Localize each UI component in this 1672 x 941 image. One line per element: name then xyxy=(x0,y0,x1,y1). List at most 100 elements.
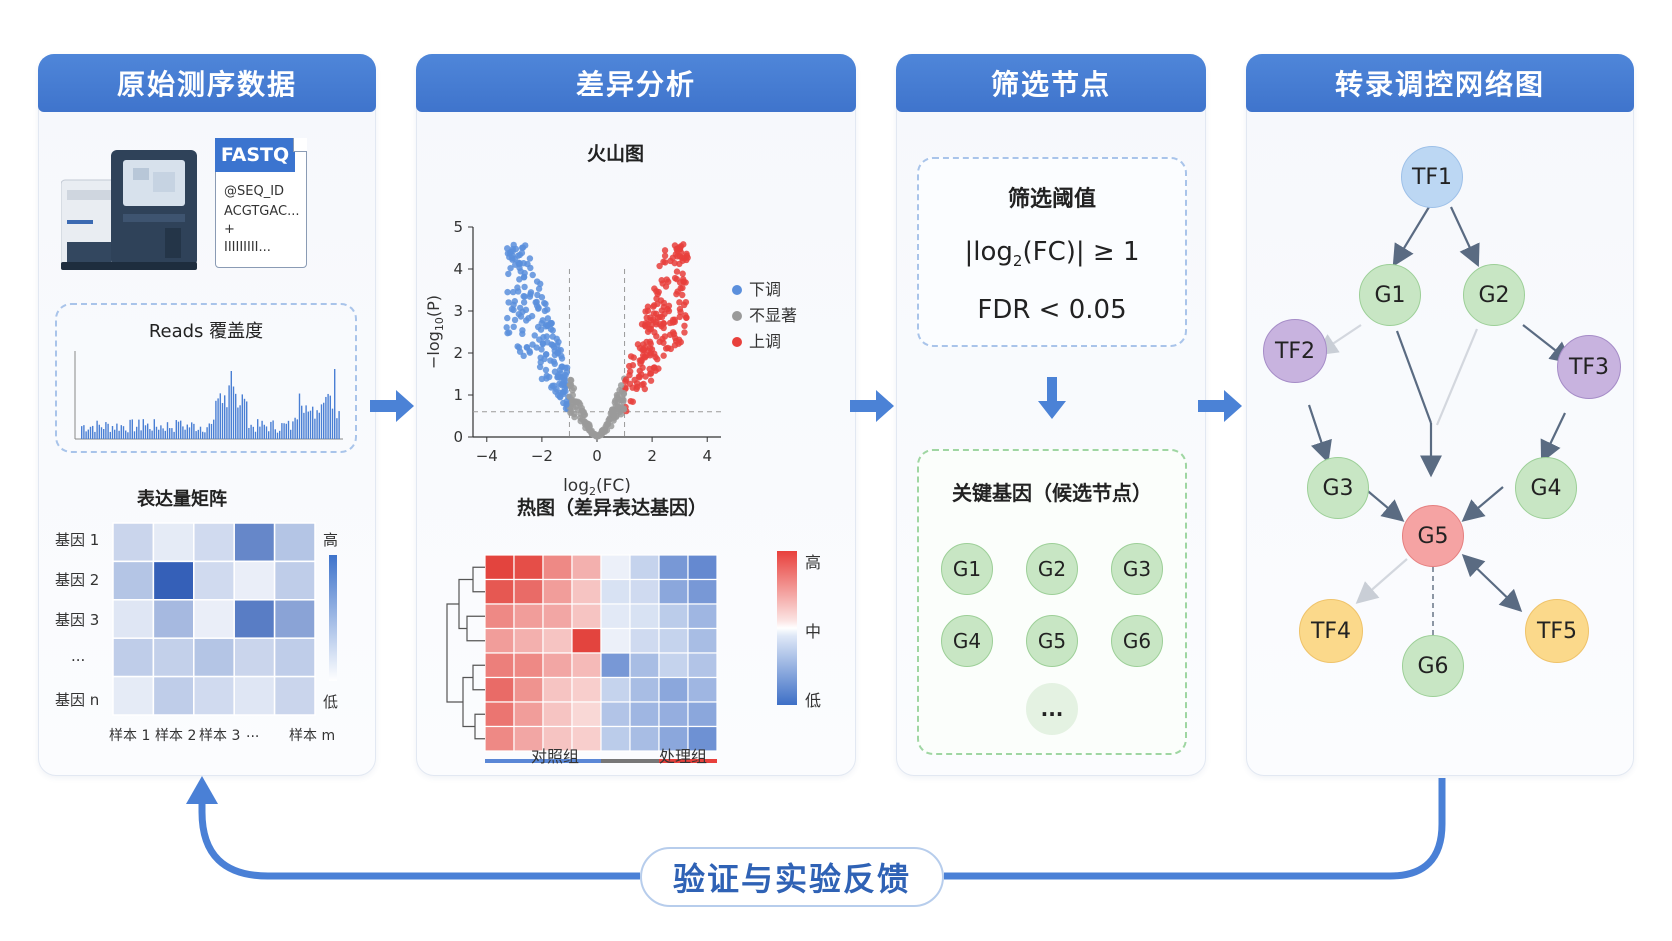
coverage-bar xyxy=(283,423,285,439)
coverage-bar xyxy=(215,400,217,439)
matrix-legend-high: 高 xyxy=(323,531,339,549)
heatmap-legend-high: 高 xyxy=(805,553,822,572)
coverage-plot xyxy=(74,351,343,440)
coverage-bar xyxy=(144,425,147,439)
volcano-point xyxy=(521,283,528,291)
matrix-row-label-5: 基因 n xyxy=(55,691,100,709)
network-node-g5: G5 xyxy=(1402,505,1464,567)
heatmap-cell xyxy=(687,676,718,703)
coverage-bar xyxy=(232,386,235,439)
volcano-point xyxy=(671,274,679,282)
threshold-box: 筛选阈值 |log2(FC)| ≥ 1 FDR < 0.05 xyxy=(917,157,1187,347)
coverage-bar xyxy=(279,430,281,439)
coverage-bar xyxy=(254,431,257,439)
volcano-point xyxy=(660,324,667,332)
matrix-col-label-1: 样本 1 xyxy=(109,728,151,744)
matrix-col-label-5: 样本 m xyxy=(289,728,336,744)
coverage-bar xyxy=(98,424,100,439)
volcano-point xyxy=(526,255,534,262)
volcano-point xyxy=(535,304,542,312)
coverage-bar xyxy=(173,431,175,439)
volcano-point xyxy=(538,375,546,383)
volcano-point xyxy=(681,322,688,330)
volcano-point xyxy=(642,373,649,380)
heatmap-cell xyxy=(629,701,660,728)
matrix-row-label-2: 基因 2 xyxy=(55,571,100,589)
coverage-bar xyxy=(140,430,142,439)
volcano-point xyxy=(640,346,648,354)
volcano-x-tick-label: −4 xyxy=(476,447,498,465)
coverage-bar xyxy=(274,429,276,439)
heatmap-cell xyxy=(484,627,515,654)
volcano-point xyxy=(526,349,534,356)
heatmap-cell xyxy=(658,701,689,728)
matrix-cell xyxy=(233,637,276,678)
fastq-fold xyxy=(293,138,307,152)
volcano-point xyxy=(651,364,658,371)
volcano-y-tick-label: 5 xyxy=(453,218,463,236)
flow-arrow-2-icon xyxy=(850,390,894,422)
coverage-bar xyxy=(85,431,87,439)
volcano-x-tick-label: −2 xyxy=(531,447,553,465)
heatmap-cell xyxy=(513,676,544,703)
volcano-point xyxy=(514,343,521,350)
volcano-point xyxy=(654,300,661,308)
volcano-point xyxy=(636,357,644,364)
panel-raw-title: 原始测序数据 xyxy=(38,54,376,112)
volcano-point xyxy=(504,314,511,322)
volcano-point xyxy=(533,278,541,285)
heatmap-cell xyxy=(571,725,602,752)
volcano-point xyxy=(531,332,538,339)
volcano-point xyxy=(520,274,528,281)
coverage-bar xyxy=(164,430,166,439)
coverage-bar xyxy=(202,431,204,439)
matrix-legend-bar xyxy=(329,555,337,681)
matrix-legend-low: 低 xyxy=(323,693,339,711)
key-genes-title: 关键基因（候选节点） xyxy=(952,481,1152,505)
coverage-bar xyxy=(177,421,180,439)
volcano-point xyxy=(664,344,672,352)
coverage-bar xyxy=(92,425,94,439)
heatmap-cell xyxy=(484,554,515,581)
volcano-point xyxy=(568,399,576,406)
volcano-point xyxy=(549,327,556,334)
volcano-point xyxy=(504,250,512,257)
coverage-bar xyxy=(83,425,85,439)
heatmap-cell xyxy=(658,725,689,752)
matrix-cell xyxy=(193,560,235,601)
coverage-bar xyxy=(169,428,171,439)
volcano-point xyxy=(676,279,684,286)
heatmap-dendrogram xyxy=(446,566,485,740)
coverage-bar xyxy=(213,419,215,439)
volcano-point xyxy=(627,353,635,360)
candidate-gene-more: ... xyxy=(1026,683,1078,735)
panel-filter-title: 筛选节点 xyxy=(896,54,1206,112)
volcano-x-label: log2(FC) xyxy=(563,476,631,498)
volcano-point xyxy=(556,366,564,374)
coverage-bar xyxy=(246,401,248,439)
heatmap-cell xyxy=(658,627,689,654)
coverage-bar xyxy=(329,395,331,439)
heatmap-cell xyxy=(658,676,689,703)
volcano-point xyxy=(610,417,617,424)
coverage-bar xyxy=(259,426,261,439)
volcano-legend-marker xyxy=(732,311,742,321)
volcano-point xyxy=(523,344,531,351)
heatmap-cell xyxy=(600,578,631,605)
volcano-point xyxy=(562,364,569,371)
volcano-point xyxy=(680,301,688,309)
volcano-point xyxy=(518,249,526,257)
volcano-point xyxy=(677,338,684,346)
volcano-point xyxy=(658,307,666,314)
volcano-point xyxy=(562,371,569,379)
coverage-bar xyxy=(116,423,118,439)
coverage-bar xyxy=(230,371,232,439)
coverage-bar xyxy=(114,429,116,439)
volcano-x-tick-label: 2 xyxy=(647,447,657,465)
volcano-point xyxy=(654,356,661,363)
network-node-g1: G1 xyxy=(1359,264,1421,326)
coverage-bar xyxy=(248,427,250,439)
coverage-bar xyxy=(105,422,107,439)
volcano-point xyxy=(670,330,678,338)
